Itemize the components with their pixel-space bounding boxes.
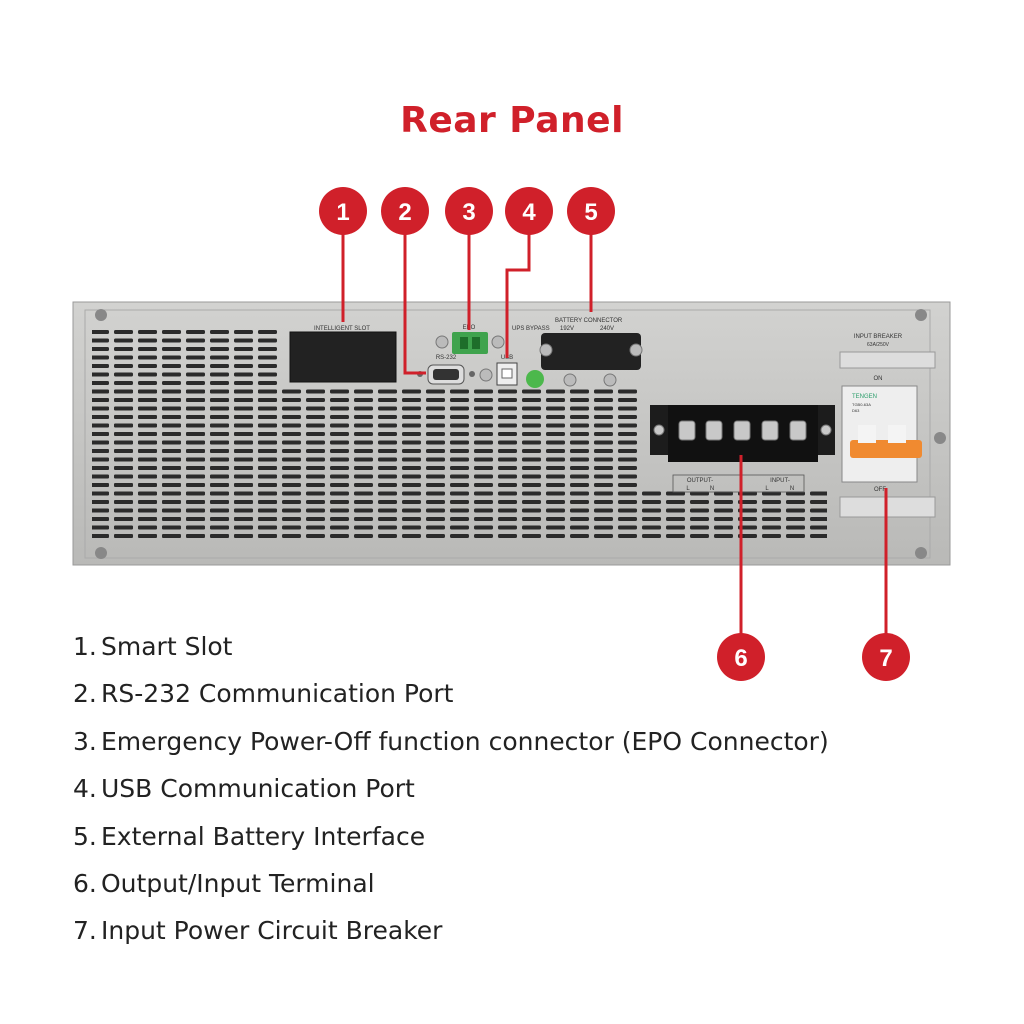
svg-text:N: N bbox=[790, 486, 794, 492]
svg-text:L: L bbox=[765, 486, 769, 492]
legend-label: Input Power Circuit Breaker bbox=[101, 916, 443, 946]
legend-label: External Battery Interface bbox=[101, 821, 426, 851]
svg-text:240V: 240V bbox=[600, 326, 614, 332]
callout-1: 1 bbox=[319, 187, 367, 235]
legend-item: 3.Emergency Power-Off function connector… bbox=[73, 726, 829, 756]
legend-item: 4.USB Communication Port bbox=[73, 774, 415, 804]
callout-4: 4 bbox=[505, 187, 553, 235]
svg-text:N: N bbox=[710, 486, 714, 492]
battery-connector: BATTERY CONNECTOR 192V 240V bbox=[539, 318, 643, 387]
intelligent-slot: INTELLIGENT SLOT bbox=[289, 326, 397, 383]
callout-3: 3 bbox=[445, 187, 493, 235]
input-breaker: INPUT BREAKER 63A/250V ON TENGEN TGB0-63… bbox=[839, 334, 936, 518]
legend-label: USB Communication Port bbox=[101, 774, 415, 804]
vent-grille-bottom bbox=[92, 388, 637, 540]
svg-text:2: 2 bbox=[398, 199, 411, 226]
svg-text:63A/250V: 63A/250V bbox=[867, 342, 890, 348]
svg-text:BATTERY CONNECTOR: BATTERY CONNECTOR bbox=[555, 318, 623, 324]
svg-text:INPUT-: INPUT- bbox=[770, 478, 790, 484]
callout-6: 6 bbox=[717, 633, 765, 681]
legend-item: 7.Input Power Circuit Breaker bbox=[73, 916, 443, 946]
svg-text:3: 3 bbox=[462, 199, 475, 226]
svg-text:TGB0-63A: TGB0-63A bbox=[852, 402, 871, 407]
panel-screws bbox=[95, 309, 946, 559]
svg-text:OFF: OFF bbox=[874, 487, 886, 493]
svg-text:5: 5 bbox=[584, 199, 597, 226]
callout-5: 5 bbox=[567, 187, 615, 235]
svg-text:INTELLIGENT SLOT: INTELLIGENT SLOT bbox=[314, 326, 370, 332]
epo-connector: EPO bbox=[435, 325, 505, 354]
svg-text:L: L bbox=[686, 486, 690, 492]
ups-bypass-label: UPS BYPASS bbox=[512, 326, 550, 332]
svg-text:6: 6 bbox=[734, 645, 747, 672]
legend-label: Emergency Power-Off function connector (… bbox=[101, 726, 829, 756]
svg-text:7: 7 bbox=[879, 645, 892, 672]
svg-text:INPUT BREAKER: INPUT BREAKER bbox=[854, 334, 903, 340]
svg-text:RS-232: RS-232 bbox=[436, 355, 457, 361]
svg-text:OUTPUT-: OUTPUT- bbox=[687, 478, 713, 484]
legend-label: Smart Slot bbox=[101, 632, 233, 661]
svg-text:192V: 192V bbox=[560, 326, 574, 332]
legend-label: RS-232 Communication Port bbox=[101, 679, 454, 709]
svg-text:ON: ON bbox=[874, 376, 883, 382]
page-title: Rear Panel bbox=[400, 100, 624, 141]
legend-item: 6.Output/Input Terminal bbox=[73, 868, 375, 898]
svg-text:TENGEN: TENGEN bbox=[852, 394, 877, 400]
legend-list: 1.Smart Slot 2.RS-232 Communication Port… bbox=[73, 628, 829, 960]
legend-label: Output/Input Terminal bbox=[101, 868, 375, 898]
svg-text:1: 1 bbox=[336, 199, 349, 226]
legend-item: 1.Smart Slot bbox=[73, 632, 233, 661]
svg-text:D63: D63 bbox=[852, 408, 860, 413]
callout-2: 2 bbox=[381, 187, 429, 235]
legend-item: 5.External Battery Interface bbox=[73, 821, 426, 851]
vent-grille-right bbox=[637, 490, 827, 540]
legend-item: 2.RS-232 Communication Port bbox=[73, 679, 454, 709]
output-input-terminal: OUTPUT- INPUT- L N L N bbox=[650, 405, 835, 493]
callout-leader-lines bbox=[341, 230, 888, 635]
callout-7: 7 bbox=[862, 633, 910, 681]
svg-text:4: 4 bbox=[522, 199, 536, 226]
